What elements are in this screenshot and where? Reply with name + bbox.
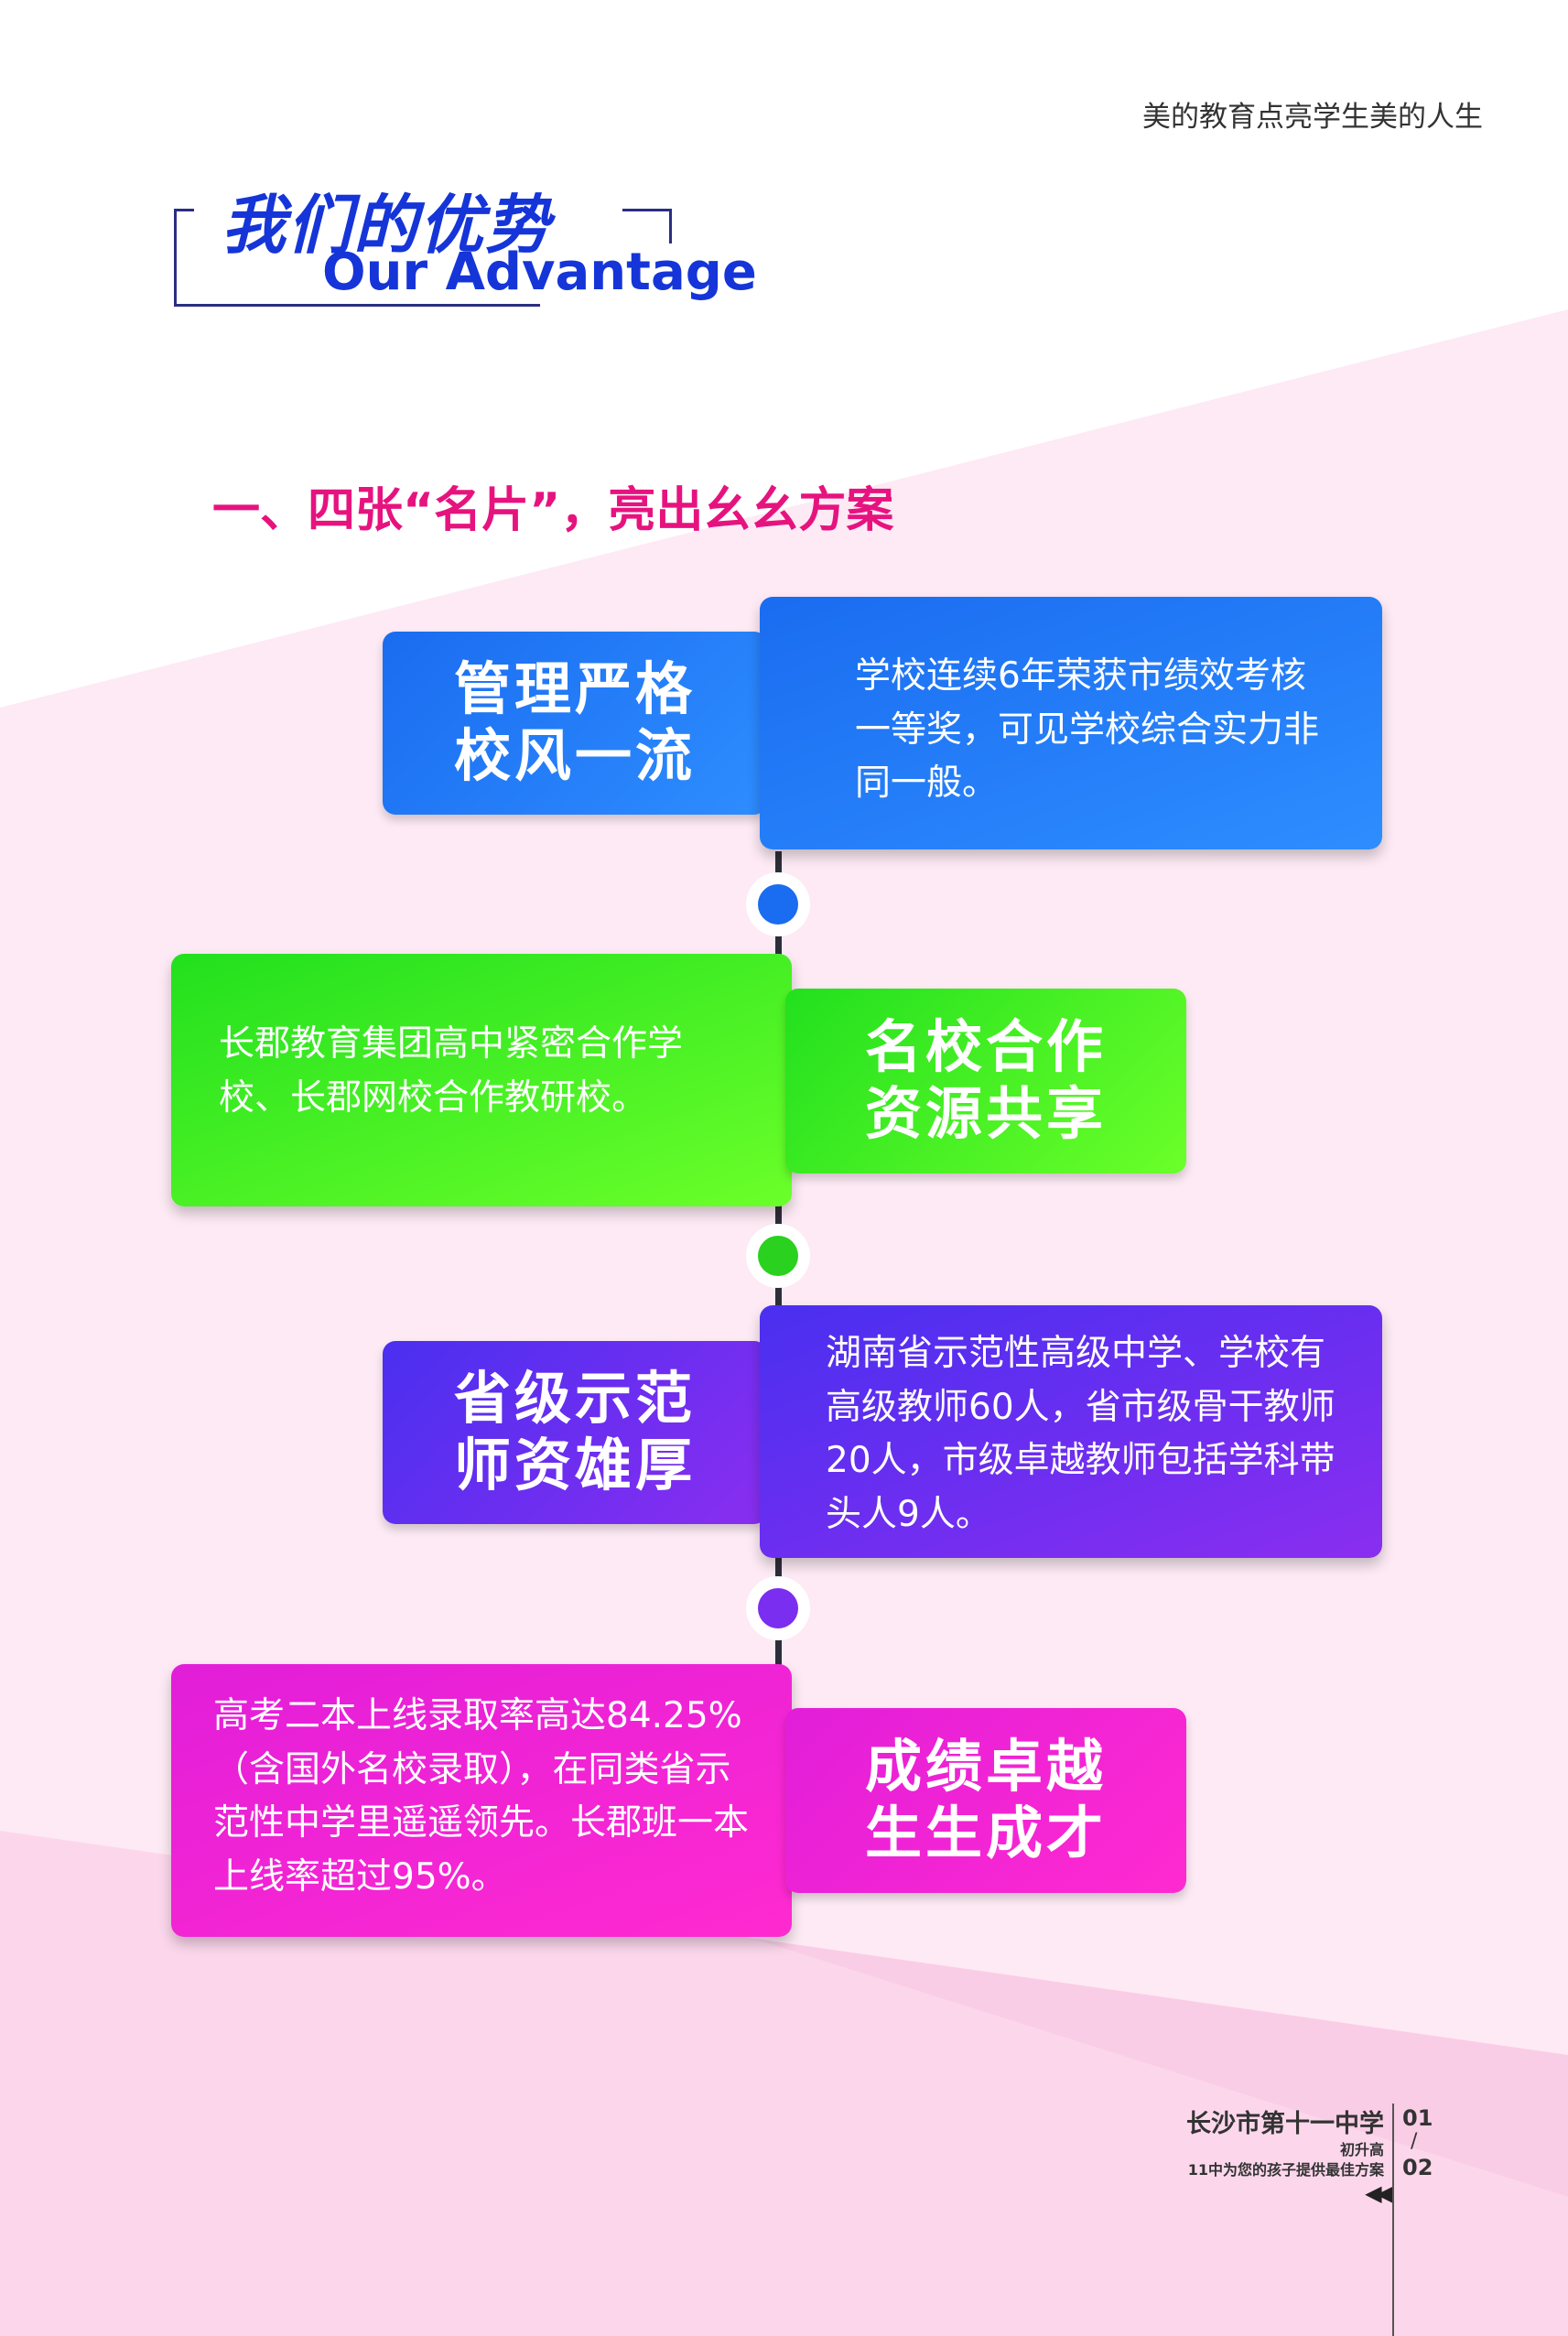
card-description-text: 长郡教育集团高中紧密合作学校、长郡网校合作教研校。 [219, 1023, 684, 1119]
card-description-teachers: 湖南省示范性高级中学、学校有高级教师60人，省市级骨干教师20人，市级卓越教师包… [760, 1305, 1382, 1558]
card-description-text: 湖南省示范性高级中学、学校有高级教师60人，省市级骨干教师20人，市级卓越教师包… [826, 1333, 1336, 1535]
footer-subtitle: 初升高 [1339, 2141, 1384, 2158]
title-block: 我们的优势 Our Advantage [174, 174, 757, 320]
footer-school-name: 长沙市第十一中学 [1186, 2110, 1384, 2138]
card-description-text: 高考二本上线录取率高达84.25%（含国外名校录取），在同类省示范性中学里遥遥领… [213, 1695, 750, 1898]
title-frame-line [174, 209, 194, 211]
timeline-dot [746, 872, 810, 936]
card-description-cooperation: 长郡教育集团高中紧密合作学校、长郡网校合作教研校。 [171, 954, 792, 1206]
page-number-current: 01 [1402, 2105, 1433, 2131]
back-arrows-icon[interactable]: ◀◀ [1365, 2180, 1393, 2206]
timeline-dot [746, 1576, 810, 1640]
card-label-text: 名校合作 资源共享 [864, 1013, 1107, 1147]
card-label-text: 成绩卓越 生生成才 [864, 1733, 1107, 1866]
card-description-results: 高考二本上线录取率高达84.25%（含国外名校录取），在同类省示范性中学里遥遥领… [171, 1664, 792, 1937]
page-number-separator: / [1411, 2130, 1418, 2153]
card-label-results: 成绩卓越 生生成才 [785, 1708, 1186, 1893]
card-label-teachers: 省级示范 师资雄厚 [383, 1341, 767, 1524]
footer-slogan: 11中为您的孩子提供最佳方案 [1187, 2161, 1384, 2179]
title-frame-line [174, 209, 177, 305]
title-frame-line [174, 304, 540, 307]
timeline-dot [746, 1224, 810, 1288]
card-label-text: 省级示范 师资雄厚 [453, 1365, 696, 1498]
footer-divider [1392, 2103, 1394, 2336]
card-label-cooperation: 名校合作 资源共享 [785, 989, 1186, 1173]
page-title-chinese: 我们的优势 [222, 188, 551, 263]
page-title-english: Our Advantage [322, 243, 757, 302]
card-label-management: 管理严格 校风一流 [383, 632, 767, 815]
title-frame-line [669, 209, 672, 243]
card-description-management: 学校连续6年荣获市绩效考核一等奖，可见学校综合实力非同一般。 [760, 597, 1382, 849]
section-heading: 一、四张“名片”，亮出幺幺方案 [212, 483, 894, 538]
card-label-text: 管理严格 校风一流 [453, 655, 696, 789]
title-frame-line [622, 209, 671, 211]
card-description-text: 学校连续6年荣获市绩效考核一等奖，可见学校综合实力非同一般。 [855, 655, 1320, 804]
header-tagline: 美的教育点亮学生美的人生 [1142, 101, 1483, 134]
page-number-total: 02 [1402, 2155, 1433, 2180]
